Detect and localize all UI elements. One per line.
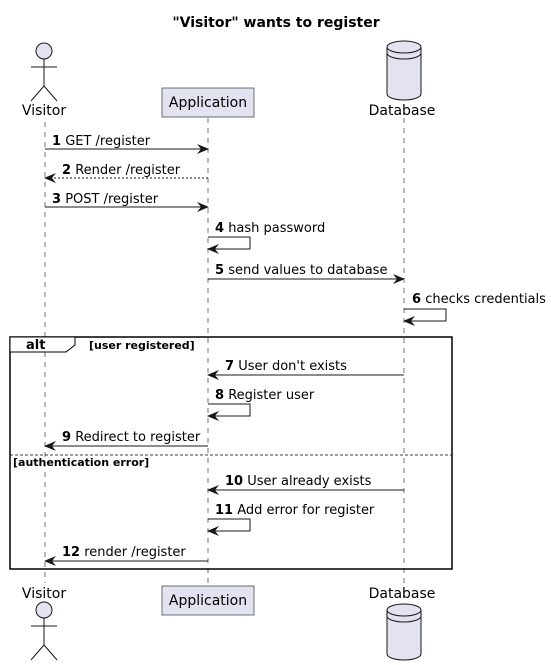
message-1: 1 GET /register xyxy=(45,134,209,154)
participant-label-application-bottom: Application xyxy=(169,593,247,609)
database-icon xyxy=(386,603,422,661)
message-label: 4 hash password xyxy=(215,221,325,236)
message-label: 1 GET /register xyxy=(52,134,151,149)
message-label: 6 checks credentials xyxy=(412,292,546,307)
message-5: 5 send values to database xyxy=(208,263,405,284)
message-label: 5 send values to database xyxy=(215,263,387,278)
message-6: 6 checks credentials xyxy=(403,292,546,326)
fragment-condition-2: [authentication error] xyxy=(13,456,149,469)
participant-label-visitor: Visitor xyxy=(22,103,66,119)
participant-label-visitor-bottom: Visitor xyxy=(22,586,66,602)
message-7: 7 User don't exists xyxy=(207,359,404,380)
database-icon xyxy=(386,40,422,101)
participant-label-database-bottom: Database xyxy=(369,586,436,602)
message-10: 10 User already exists xyxy=(207,474,404,495)
message-11: 11 Add error for register xyxy=(207,503,375,536)
diagram-title: "Visitor" wants to register xyxy=(172,15,379,31)
message-label: 3 POST /register xyxy=(52,192,159,207)
message-label: 2 Render /register xyxy=(62,163,181,178)
message-4: 4 hash password xyxy=(207,221,325,254)
fragment-condition-1: [user registered] xyxy=(89,339,195,352)
message-label: 12 render /register xyxy=(62,545,186,560)
participant-label-database: Database xyxy=(369,103,436,119)
message-12: 12 render /register xyxy=(44,545,208,566)
message-arrow xyxy=(207,518,251,536)
message-arrow xyxy=(207,403,251,421)
message-2: 2 Render /register xyxy=(44,163,208,183)
actor-icon xyxy=(30,601,58,661)
message-label: 11 Add error for register xyxy=(215,503,375,518)
message-label: 8 Register user xyxy=(215,388,315,403)
message-3: 3 POST /register xyxy=(45,192,209,212)
participant-application-top: Application xyxy=(161,87,255,118)
participant-database-top: Database xyxy=(369,40,436,119)
message-9: 9 Redirect to register xyxy=(44,430,208,451)
actor-visitor-top: Visitor xyxy=(22,42,66,119)
message-label: 9 Redirect to register xyxy=(62,430,201,445)
fragment-keyword: alt xyxy=(26,338,45,353)
message-arrow xyxy=(403,308,447,326)
message-arrow xyxy=(207,236,251,254)
participant-database-bottom: Database xyxy=(369,586,436,661)
alt-fragment: alt [user registered] [authentication er… xyxy=(9,336,453,570)
participant-label-application: Application xyxy=(169,95,247,111)
message-label: 7 User don't exists xyxy=(225,359,347,374)
message-label: 10 User already exists xyxy=(225,474,372,489)
message-8: 8 Register user xyxy=(207,388,315,421)
participant-application-bottom: Application xyxy=(161,585,255,616)
actor-visitor-bottom: Visitor xyxy=(22,586,66,661)
actor-icon xyxy=(30,42,58,102)
